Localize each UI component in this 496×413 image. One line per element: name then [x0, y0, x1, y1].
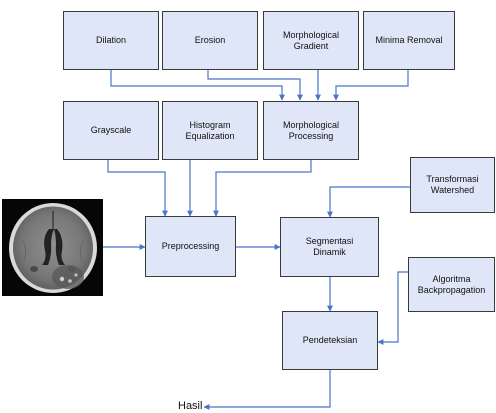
arrow-minima-removal-to-morphological-processing	[333, 70, 409, 101]
arrow-watershed-to-segmentasi	[327, 186, 410, 218]
node-transformasi-watershed: Transformasi Watershed	[410, 157, 495, 213]
node-transformasi-watershed-line-1: Transformasi	[426, 174, 479, 184]
node-preprocessing: Preprocessing	[145, 216, 236, 277]
node-minima-removal-label: Minima Removal	[375, 35, 443, 45]
node-erosion: Erosion	[162, 11, 258, 70]
node-algoritma-backpropagation: Algoritma Backpropagation	[408, 257, 495, 312]
arrow-morphological-processing-to-preprocessing	[213, 160, 312, 217]
arrow-dilation-to-morphological-processing	[110, 70, 285, 101]
node-pendeteksian: Pendeteksian	[282, 311, 378, 370]
node-histogram-equalization: Histogram Equalization	[162, 101, 258, 160]
node-preprocessing-label: Preprocessing	[161, 241, 220, 251]
node-algoritma-backpropagation-line-1: Algoritma	[432, 273, 471, 284]
node-morphological-gradient: Morphological Gradient	[263, 11, 359, 70]
node-dilation: Dilation	[63, 11, 159, 70]
node-pendeteksian-label: Pendeteksian	[302, 335, 358, 345]
node-morphological-gradient-line-2: Gradient	[293, 40, 329, 51]
arrow-grayscale-to-preprocessing	[107, 160, 168, 217]
node-morphological-gradient-line-1: Morphological	[282, 29, 340, 40]
output-label-hasil: Hasil	[178, 400, 203, 412]
node-algoritma-backpropagation-line-2: Backpropagation	[417, 284, 486, 295]
node-dilation-label: Dilation	[95, 35, 126, 45]
node-histogram-equalization-line-2: Equalization	[185, 130, 235, 141]
node-segmentasi-dinamik-line-1: Segmentasi	[305, 236, 354, 246]
node-segmentasi-dinamik: Segmentasi Dinamik	[280, 217, 379, 277]
node-grayscale-label: Grayscale	[90, 125, 132, 135]
arrow-erosion-to-morphological-processing	[207, 70, 303, 101]
node-morphological-processing-line-2: Processing	[288, 130, 334, 141]
node-erosion-label: Erosion	[194, 35, 226, 45]
node-segmentasi-dinamik-line-2: Dinamik	[313, 247, 346, 257]
brain-ct-scan-image	[2, 199, 103, 296]
arrow-pendeteksian-to-hasil	[203, 370, 331, 410]
node-histogram-equalization-line-1: Histogram	[189, 119, 231, 130]
node-morphological-processing-line-1: Morphological	[282, 119, 340, 130]
node-transformasi-watershed-line-2: Watershed	[430, 185, 475, 195]
node-minima-removal: Minima Removal	[363, 11, 455, 70]
arrow-backpropagation-to-pendeteksian	[377, 271, 408, 345]
node-grayscale: Grayscale	[63, 101, 159, 160]
node-morphological-processing: Morphological Processing	[263, 101, 359, 160]
